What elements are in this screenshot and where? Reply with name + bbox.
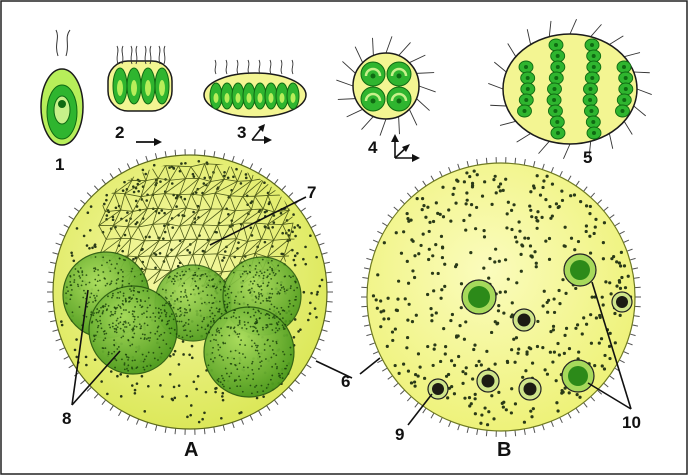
label-male-gamete: 10 — [622, 413, 641, 432]
label-stage-1: 1 — [55, 155, 64, 174]
label-cytoplasmic-bridges: 7 — [307, 183, 316, 202]
label-stage-5: 5 — [583, 148, 592, 167]
label-female-gamete: 9 — [395, 425, 404, 444]
label-surface-cells: 6 — [341, 372, 350, 391]
label-colony-b: B — [497, 439, 511, 461]
label-stage-3: 3 — [237, 123, 246, 142]
label-stage-4: 4 — [368, 138, 378, 157]
label-colony-a: A — [184, 439, 198, 461]
label-stage-2: 2 — [115, 123, 124, 142]
label-daughter-colonies: 8 — [62, 409, 71, 428]
